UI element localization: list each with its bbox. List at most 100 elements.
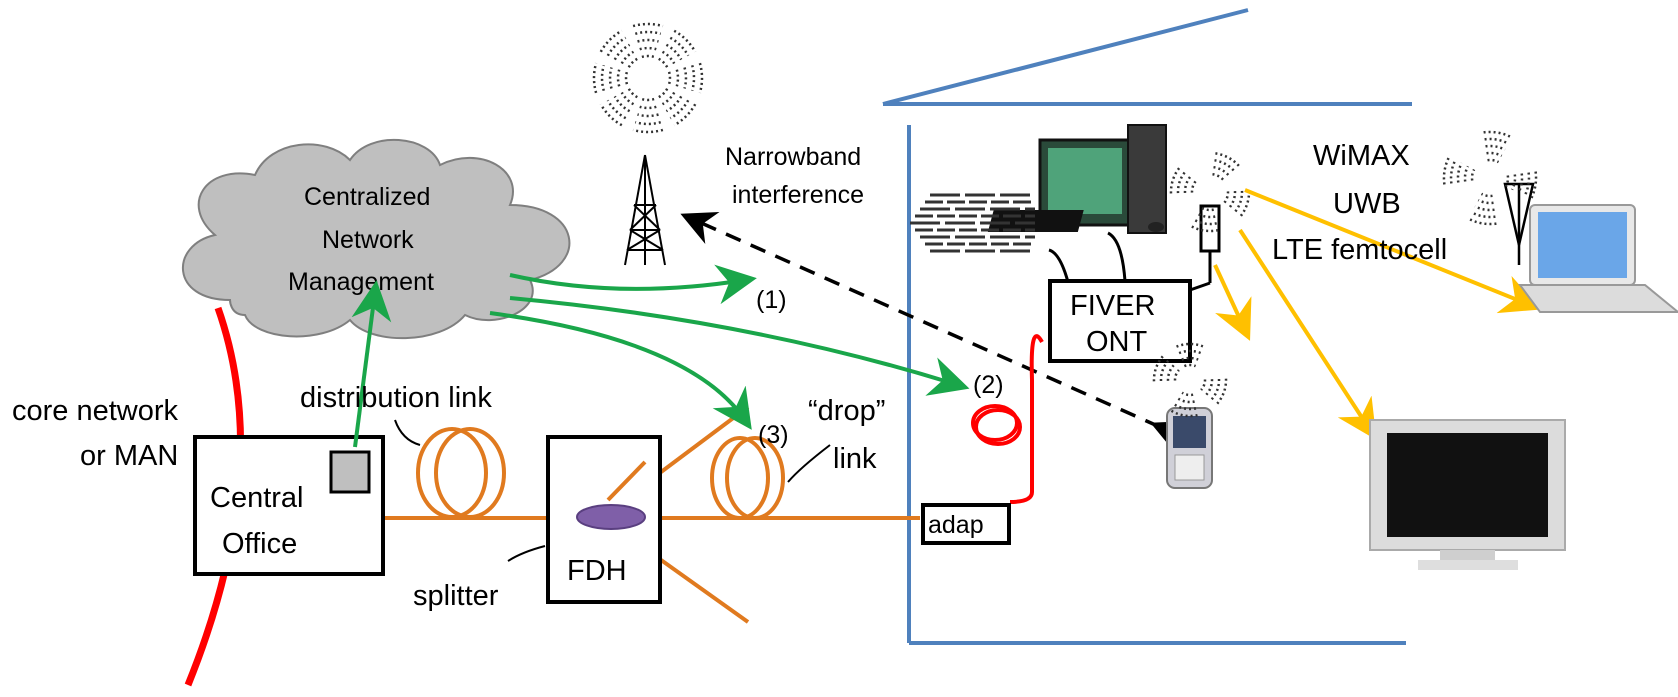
cloud-label-line2: Network (322, 226, 414, 254)
wave-arc (1232, 190, 1244, 215)
wave-arc (1486, 151, 1503, 158)
wave-arc (1471, 211, 1496, 219)
core-network-label-line1: core network (12, 395, 179, 427)
wave-arc (1227, 191, 1237, 210)
wave-arc (1470, 168, 1476, 181)
cloud-label-line3: Management (288, 268, 434, 296)
wave-arc (1456, 162, 1463, 183)
laptop-antenna-icon (1503, 182, 1535, 265)
wave-arc (658, 57, 669, 68)
splitter-icon (576, 504, 646, 530)
wave-arc (661, 91, 676, 106)
fiver-ont-box[interactable] (1048, 279, 1192, 363)
antenna-icon (1189, 204, 1221, 292)
wave-arc (1210, 378, 1221, 401)
wave-arc (669, 99, 690, 120)
indoor-fiber (971, 334, 1044, 504)
wave-arc (1170, 409, 1198, 418)
wave-arc (661, 50, 676, 65)
wave-arc (627, 57, 638, 68)
wave-arc (639, 105, 657, 110)
uwb-label: UWB (1333, 188, 1401, 220)
wave-arc (1196, 212, 1216, 219)
adapter-box[interactable] (921, 503, 1011, 545)
marker-1: (1) (756, 286, 787, 314)
wave-arc (1487, 158, 1500, 164)
wave-arc (632, 128, 664, 134)
wave-arc (1510, 174, 1517, 191)
marker-2: (2) (973, 371, 1004, 399)
wave-arc (1449, 159, 1457, 184)
wave-arc (599, 103, 623, 127)
laptop-icon (1518, 204, 1678, 313)
marker-3: (3) (758, 421, 789, 449)
wave-arc (1176, 169, 1188, 194)
wave-arc (641, 54, 655, 59)
mobile-phone-icon (1166, 407, 1213, 489)
wave-arc (634, 120, 662, 126)
wave-arc (620, 91, 635, 106)
wave-arc (613, 95, 631, 113)
wave-arc (683, 67, 688, 89)
adapter-label: adap (928, 511, 984, 539)
narrowband-label-line1: Narrowband (725, 143, 861, 171)
wave-arc (613, 43, 631, 61)
fdh-internal-branch (606, 460, 647, 502)
television-icon (1369, 419, 1566, 570)
wave-arc (1159, 359, 1170, 382)
wave-arc (1205, 379, 1214, 396)
wave-arc (616, 69, 621, 87)
wave-arc (1181, 391, 1194, 397)
wave-arc (639, 46, 657, 51)
wave-arc (1183, 174, 1193, 193)
wave-arc (1183, 363, 1197, 368)
wave-arc (641, 97, 655, 102)
wave-arc (1238, 190, 1251, 219)
wave-arc (1442, 155, 1451, 185)
wave-arc (1169, 165, 1182, 194)
wave-arc (600, 64, 606, 92)
wave-arc (1504, 175, 1510, 188)
wave-arc (1480, 192, 1493, 198)
wave-arc (1192, 218, 1217, 226)
wave-arc (658, 88, 669, 99)
wave-arc (624, 71, 629, 85)
wave-arc (1190, 179, 1198, 193)
wave-arc (1523, 172, 1531, 197)
central-office-node (329, 450, 371, 494)
cloud-label-line1: Centralized (304, 183, 430, 211)
wave-arc (1483, 130, 1513, 139)
wave-arc (1467, 217, 1497, 226)
wave-arc (1176, 342, 1204, 348)
wave-arc (1199, 206, 1214, 212)
central-office-label-line1: Central (210, 482, 304, 514)
wave-arc (1173, 403, 1197, 411)
radio-wave-icon (1442, 130, 1538, 226)
wave-arc (1152, 355, 1165, 382)
wave-arc (667, 71, 672, 85)
computer-cables (1048, 231, 1127, 283)
wave-arc (1463, 165, 1470, 182)
wave-arc (1177, 397, 1195, 404)
wave-arc (606, 36, 627, 57)
distribution-link-coil (416, 427, 506, 519)
wave-arc (690, 64, 696, 92)
distribution-link-pointer (394, 419, 421, 446)
wave-arc (637, 38, 659, 43)
wave-arc (1215, 152, 1242, 169)
central-office-label-line2: Office (222, 528, 297, 560)
drop-link-pointer (787, 444, 831, 483)
wave-arc (1517, 173, 1524, 194)
wimax-label: WiMAX (1313, 140, 1410, 172)
wave-arc (673, 103, 697, 127)
wave-arc (1485, 144, 1506, 151)
management-cloud[interactable] (181, 139, 571, 340)
lte-label: LTE femtocell (1272, 234, 1447, 266)
wave-arc (1214, 159, 1237, 174)
wave-arc (620, 50, 635, 65)
interference-arrow (680, 211, 1190, 453)
fdh-label: FDH (567, 555, 627, 587)
wave-arc (1212, 172, 1226, 182)
wave-arc (1166, 364, 1175, 381)
